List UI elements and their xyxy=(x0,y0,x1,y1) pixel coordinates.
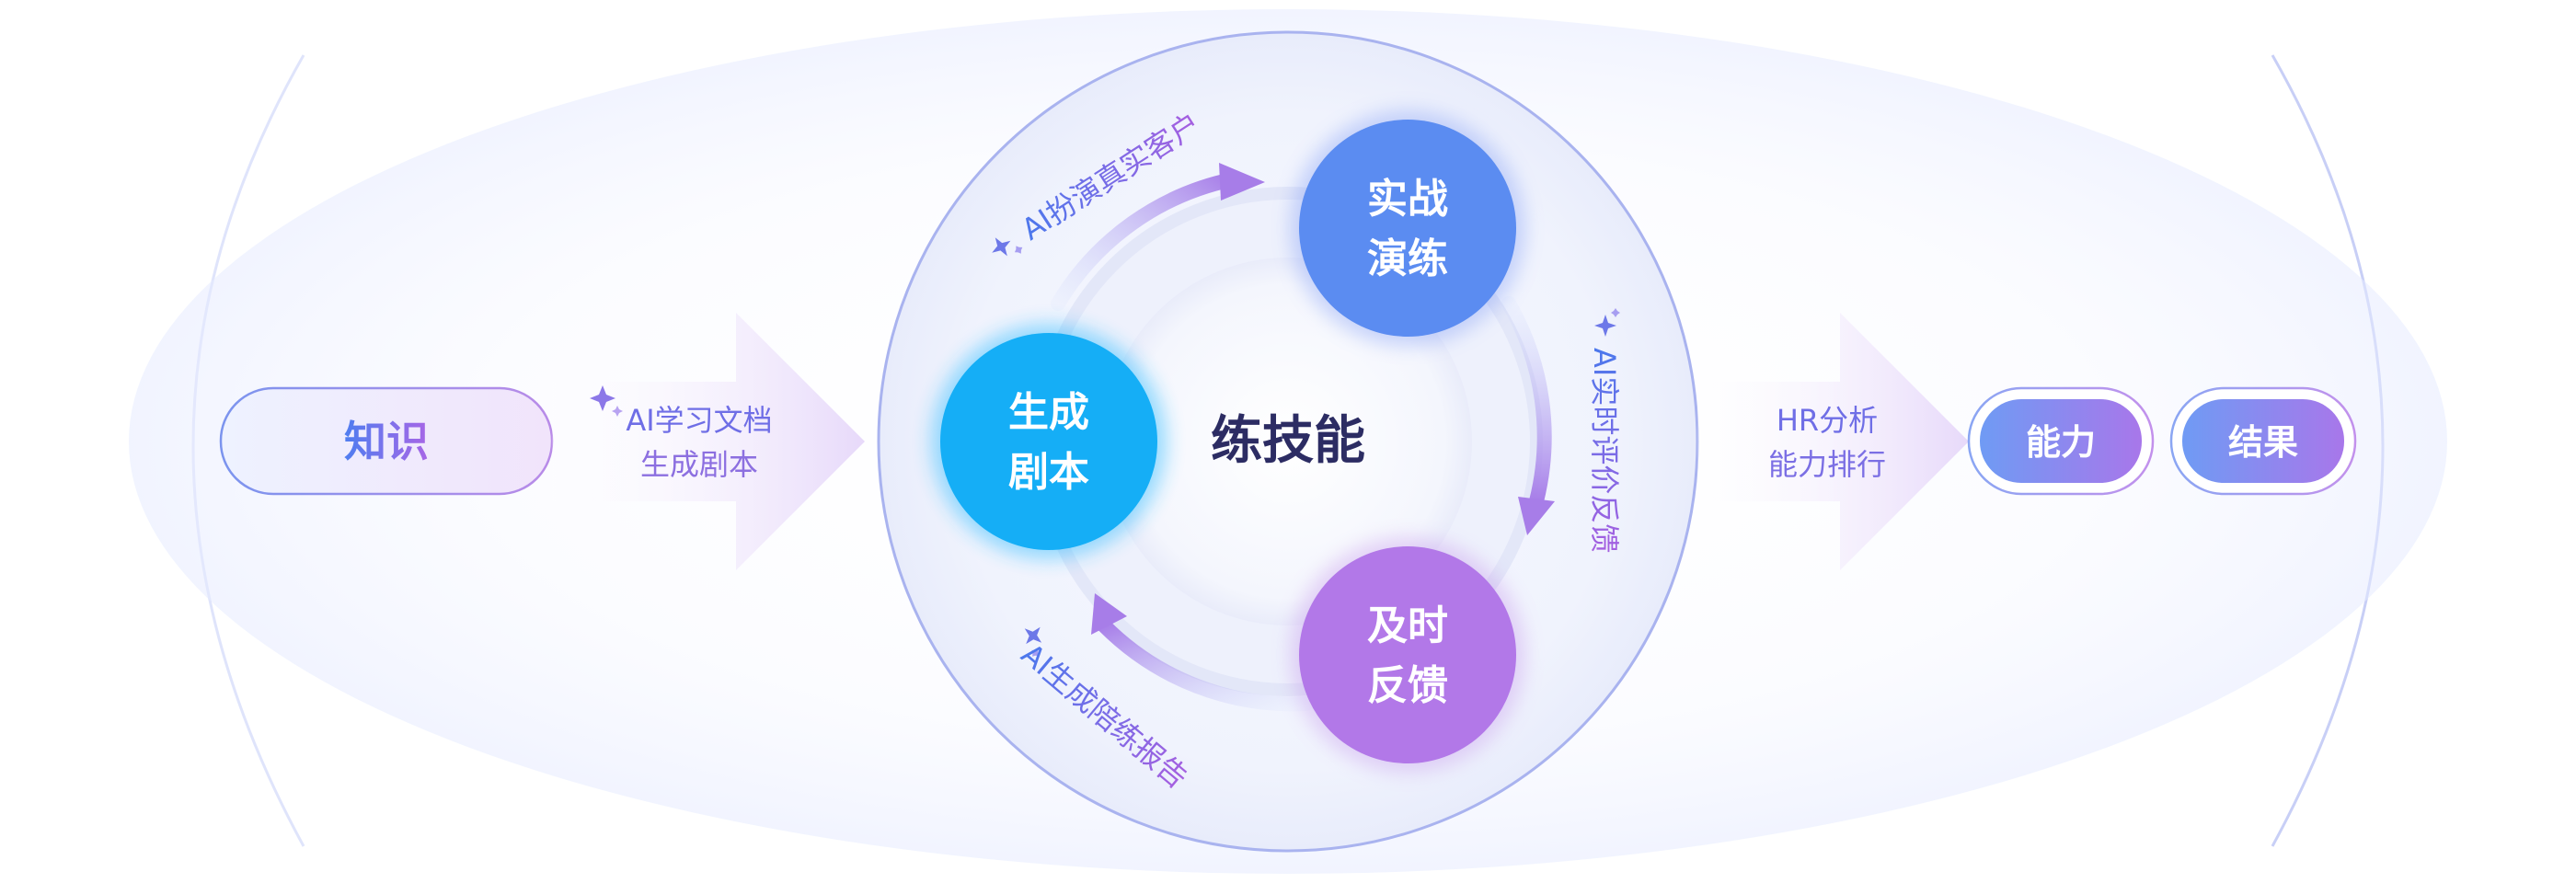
ability-pill: 能力 xyxy=(1967,386,2155,496)
arc-bottom-arrowhead xyxy=(1091,593,1127,635)
node-feedback-line1: 及时 xyxy=(1367,602,1448,649)
node-script: 生成 剧本 xyxy=(931,324,1167,559)
arrow-out-line1: HR分析 xyxy=(1777,403,1878,438)
result-pill: 结果 xyxy=(2169,386,2357,496)
arc-top-arrowhead xyxy=(1219,163,1265,201)
arrow-out-line2: 能力排行 xyxy=(1768,447,1886,482)
label-realtime-eval: AI实时评价反馈 xyxy=(1587,308,1622,553)
ability-label: 能力 xyxy=(2026,422,2096,463)
realtime-eval-text: AI实时评价反馈 xyxy=(1587,348,1622,553)
arrow-out: HR分析 能力排行 xyxy=(1697,313,1969,570)
node-practice-line2: 演练 xyxy=(1367,235,1448,282)
arc-top xyxy=(1051,172,1240,311)
sparkle-icon xyxy=(590,385,623,417)
core-label: 练技能 xyxy=(1211,411,1365,471)
result-label: 结果 xyxy=(2228,422,2298,463)
cycle-arcs xyxy=(1051,163,1555,712)
node-script-line1: 生成 xyxy=(1008,389,1089,436)
node-practice: 实战 演练 xyxy=(1290,110,1525,346)
node-feedback: 及时 反馈 xyxy=(1290,537,1525,773)
arc-right xyxy=(1501,296,1552,509)
arc-right-arrowhead xyxy=(1518,497,1555,535)
sparkle-icon xyxy=(1594,308,1620,337)
node-script-line2: 剧本 xyxy=(1008,449,1089,496)
arc-bottom xyxy=(1097,618,1314,712)
sparkle-icon xyxy=(992,237,1023,257)
arrow-in-line1: AI学习文档 xyxy=(626,403,772,438)
arrow-in-line2: 生成剧本 xyxy=(640,447,758,482)
sparkle-icon xyxy=(1024,626,1042,657)
knowledge-label: 知识 xyxy=(344,417,429,466)
arrow-in: AI学习文档 生成剧本 xyxy=(552,313,865,570)
node-feedback-line2: 反馈 xyxy=(1367,662,1448,709)
knowledge-pill: 知识 xyxy=(219,386,554,496)
node-practice-line1: 实战 xyxy=(1367,176,1448,223)
